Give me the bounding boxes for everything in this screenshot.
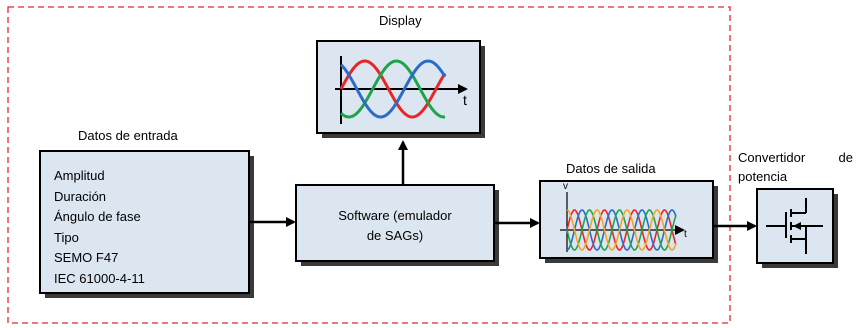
- software-box: [295, 184, 499, 266]
- software-label: Software (emulador de SAGs): [296, 206, 494, 246]
- output-wave-orange: [566, 209, 677, 251]
- system-boundary: [7, 6, 731, 324]
- software-line-1: Software (emulador: [338, 208, 452, 223]
- display-wave-green: [339, 59, 446, 119]
- input-item-iec: IEC 61000-4-11: [54, 270, 145, 286]
- mosfet-icon: [766, 198, 823, 254]
- output-t-label: t: [684, 229, 687, 240]
- display-wave-blue: [339, 59, 447, 119]
- input-item-duration: Duración: [54, 188, 107, 204]
- display-box: [316, 40, 485, 138]
- display-title: Display: [379, 13, 422, 28]
- input-list: Amplitud Duración Ángulo de fase Tipo SE…: [54, 166, 145, 289]
- output-v-label: v: [563, 181, 568, 192]
- converter-title-word-1: Convertidor: [738, 150, 806, 165]
- converter-title-word-2: de: [838, 150, 853, 165]
- output-data-box: [539, 180, 718, 263]
- input-item-phase-angle: Ángulo de fase: [54, 209, 141, 224]
- display-t-label: t: [463, 92, 467, 108]
- input-item-semo: SEMO F47: [54, 250, 119, 265]
- power-converter-box: [756, 188, 838, 268]
- output-wave-blue: [566, 209, 677, 251]
- output-wave-red: [566, 209, 677, 251]
- converter-title: Convertidor de potencia: [738, 148, 853, 186]
- input-item-type: Tipo: [54, 229, 79, 245]
- output-wave-green: [566, 209, 677, 251]
- software-line-2: de SAGs): [366, 228, 424, 243]
- output-title: Datos de salida: [566, 161, 656, 176]
- input-item-amplitude: Amplitud: [54, 168, 105, 183]
- converter-title-line-2: potencia: [738, 169, 788, 184]
- input-title: Datos de entrada: [78, 128, 178, 143]
- mosfet-arrow-icon: [793, 222, 801, 230]
- input-data-box: [39, 150, 254, 298]
